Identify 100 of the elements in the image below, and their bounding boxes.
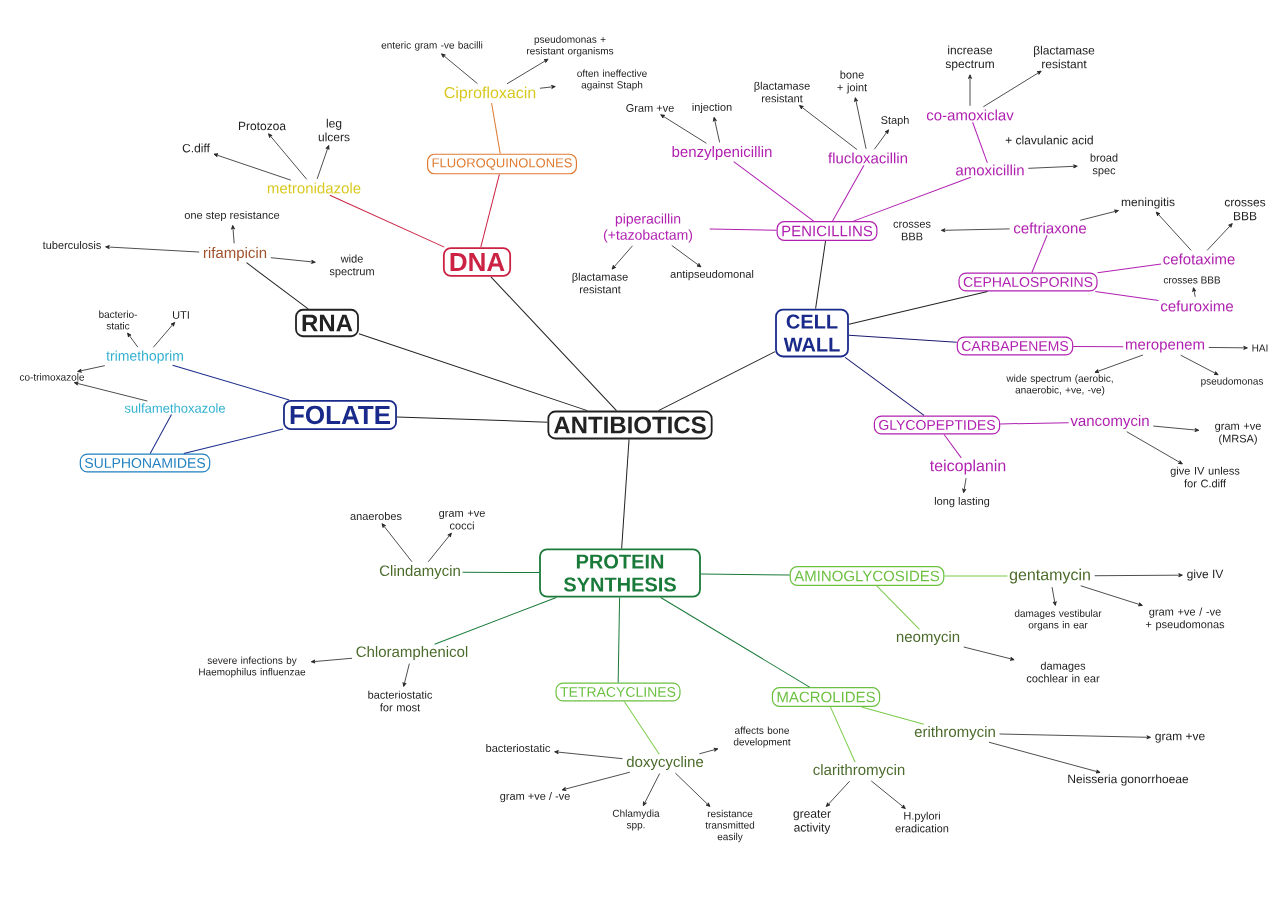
- topic-box: RNA: [295, 308, 359, 338]
- drug-label: neomycin: [896, 631, 960, 645]
- connector-line: [491, 102, 501, 155]
- note-text: often ineffective against Staph: [577, 69, 647, 91]
- note-text: βlactamase resistant: [572, 272, 628, 294]
- note-text: βlactamase resistant: [754, 81, 810, 103]
- arrow: [854, 97, 867, 150]
- note-text: greater activity: [793, 810, 831, 835]
- arrow: [999, 733, 1151, 740]
- topic-box: CELL WALL: [775, 308, 849, 358]
- connector-line: [617, 597, 621, 683]
- note-text: injection: [692, 102, 732, 114]
- note-text: leg ulcers: [318, 118, 350, 142]
- connector-line: [943, 434, 962, 459]
- connector-line: [462, 571, 540, 574]
- note-text: Gram +ve: [626, 104, 674, 112]
- arrow: [310, 657, 353, 664]
- class-box: CARBAPENEMS: [956, 336, 1074, 356]
- connector-line: [246, 262, 309, 310]
- drug-label: clarithromycin: [813, 764, 905, 778]
- connector-line: [848, 334, 958, 343]
- drug-label: meropenem: [1126, 341, 1204, 353]
- note-text: give IV: [1187, 569, 1224, 581]
- connector-line: [1097, 263, 1162, 274]
- arrow: [1192, 287, 1197, 298]
- arrow: [1152, 425, 1200, 432]
- arrow: [1155, 211, 1192, 251]
- drug-label: co-amoxiclav: [926, 109, 1014, 121]
- connector-line: [853, 176, 972, 222]
- arrow: [213, 153, 292, 181]
- class-box: CEPHALOSPORINS: [958, 272, 1098, 292]
- note-text: gram +ve / -ve: [500, 791, 570, 803]
- connector-line: [149, 414, 172, 454]
- arrow: [268, 133, 308, 180]
- note-text: antipseudomonal: [670, 269, 754, 281]
- connector-line: [709, 228, 778, 231]
- note-text: pseudomonas + resistant organisms: [527, 35, 614, 57]
- connector-line: [700, 573, 791, 576]
- edge-label: + clavulanic acid: [1004, 134, 1095, 146]
- note-text: severe infections by Haemophilus influenzae: [199, 656, 306, 678]
- connector-line: [848, 291, 989, 325]
- connector-line: [1094, 291, 1160, 302]
- note-text: crosses BBB: [1163, 276, 1221, 284]
- drug-label: Clindamycin: [379, 565, 460, 579]
- note-text: bacteriostatic: [486, 744, 551, 753]
- arrow: [698, 747, 719, 755]
- connector-line: [876, 585, 920, 630]
- arrow: [1027, 164, 1078, 169]
- note-text: gram +ve (MRSA): [1215, 423, 1261, 445]
- note-text: bacteriostatic for most: [368, 690, 433, 712]
- connector-line: [972, 121, 988, 164]
- note-text: C.diff: [182, 143, 210, 153]
- drug-label: cefuroxime: [1160, 300, 1233, 312]
- connector-line: [480, 173, 500, 248]
- topic-box: PROTEIN SYNTHESIS: [539, 548, 701, 598]
- connector-line: [861, 706, 925, 725]
- note-text: one step resistance: [184, 210, 280, 222]
- drug-label: rifampicin: [203, 247, 267, 261]
- note-text: UTI: [173, 311, 189, 319]
- note-text: wide spectrum: [329, 254, 374, 278]
- arrow: [506, 58, 549, 85]
- note-text: damages vestibular organs in ear: [1014, 609, 1102, 631]
- arrow: [73, 381, 148, 402]
- arrow: [105, 245, 200, 253]
- arrow: [940, 228, 1010, 233]
- note-text: enteric gram -ve bacilli: [381, 41, 483, 51]
- note-text: affects bone development: [733, 726, 791, 748]
- note-text: increase spectrum: [945, 45, 994, 71]
- arrow: [270, 257, 316, 264]
- connector-line: [844, 356, 925, 416]
- note-text: long lasting: [934, 496, 990, 508]
- note-text: Staph: [881, 115, 909, 127]
- arrow: [983, 70, 1042, 108]
- class-box: TETRACYCLINES: [555, 682, 681, 702]
- connector-line: [733, 161, 815, 222]
- drug-label: Chloramphenicol: [356, 646, 468, 660]
- arrow: [962, 477, 967, 494]
- drug-label: trimethoprim: [106, 350, 183, 364]
- note-text: pseudomonas: [1201, 377, 1264, 387]
- note-text: tuberculosis: [42, 240, 101, 250]
- note-text: gram +ve / -ve + pseudomonas: [1145, 607, 1225, 631]
- note-text: broad spec: [1090, 153, 1118, 177]
- class-box: MACROLIDES: [771, 687, 881, 707]
- arrow: [1051, 586, 1057, 606]
- class-box: PENICILLINS: [776, 221, 878, 241]
- class-box: GLYCOPEPTIDES: [873, 415, 1001, 435]
- note-text: anaerobes: [350, 511, 402, 521]
- connector-line: [172, 364, 290, 401]
- note-text: meningitis: [1121, 197, 1175, 209]
- arrow: [988, 741, 1101, 774]
- note-text: HAI: [1252, 344, 1268, 352]
- arrow: [1126, 431, 1183, 465]
- connector-line: [657, 351, 776, 412]
- note-text: crosses BBB: [1224, 199, 1266, 221]
- arrow: [1208, 345, 1248, 350]
- arrow: [968, 74, 972, 107]
- connector-line: [660, 597, 811, 688]
- note-text: Protozoa: [239, 121, 286, 131]
- arrow: [611, 245, 633, 270]
- note-text: give IV unless for C.diff: [1170, 466, 1240, 488]
